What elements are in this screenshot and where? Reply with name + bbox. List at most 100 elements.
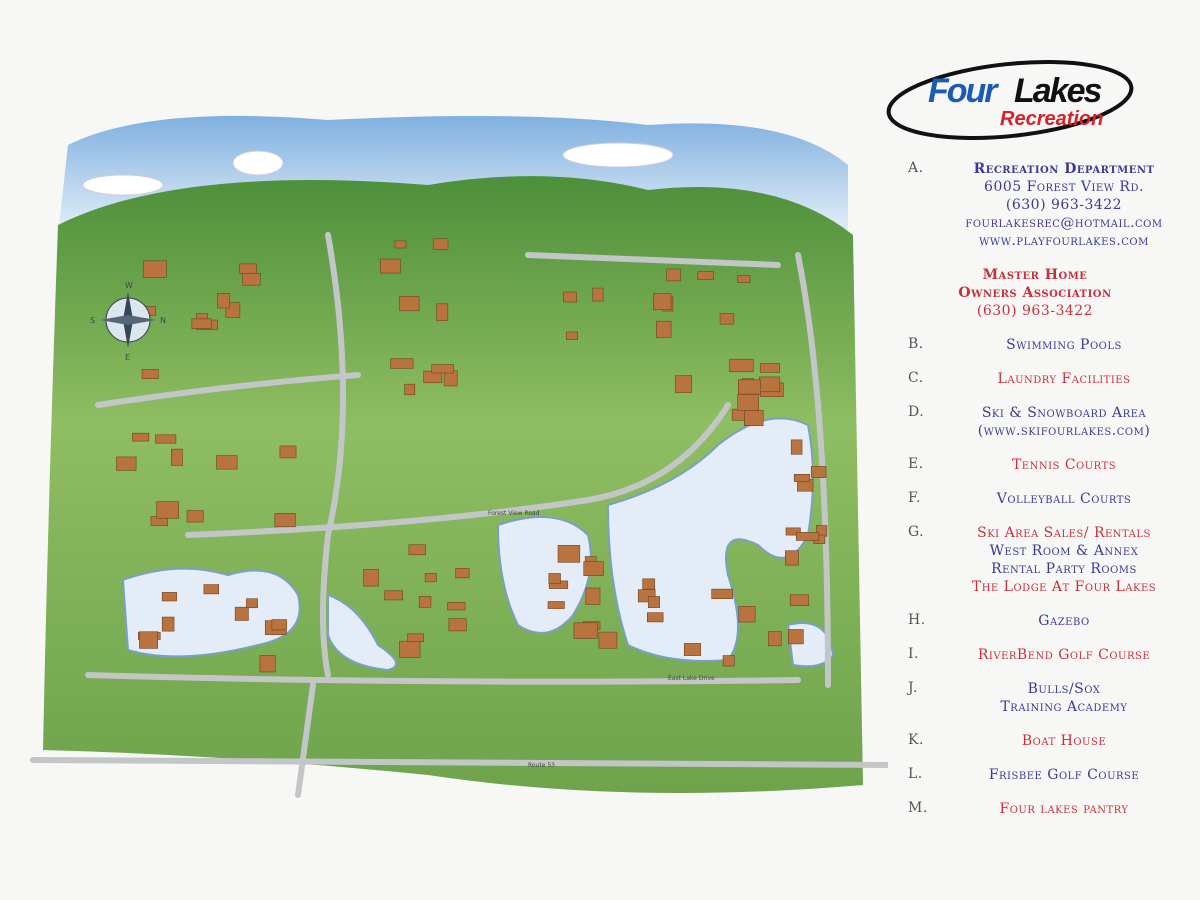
building [239,263,257,274]
building [666,268,681,282]
legend-item: C. Laundry Facilities [880,370,1190,388]
roads [30,232,888,798]
legend-label: The Lodge At Four Lakes [971,579,1157,595]
building [738,379,761,395]
four-lakes-logo: Four Lakes Recreation [880,50,1190,150]
building [155,434,177,444]
building [548,573,561,585]
svg-text:E: E [125,353,130,362]
building [647,596,661,608]
hoa-block: Master Home Owners Association (630) 963… [958,267,1112,319]
building [448,618,467,632]
legend-label: Swimming Pools [1006,337,1122,353]
building [729,358,754,373]
building [646,612,664,623]
building [363,569,379,587]
building [404,383,416,396]
building [697,271,714,280]
building [592,287,604,302]
legend-label: Rental Party Rooms [991,561,1137,577]
building [424,573,437,583]
building [436,303,449,322]
building [217,293,230,309]
building [407,633,424,643]
legend-item-a: A. Recreation Department 6005 Forest Vie… [880,160,1190,250]
building [242,273,261,286]
building [156,501,179,519]
legend-letter: M. [908,800,928,816]
building [139,631,158,649]
legend-label: Laundry Facilities [997,371,1131,387]
building [768,631,782,647]
legend: Four Lakes Recreation A. Recreation Depa… [880,50,1190,834]
building [573,622,598,639]
building [795,532,820,541]
building [785,527,801,536]
legend-letter: K. [908,732,924,748]
legend-letter: L. [908,766,923,782]
legend-label: Four lakes pantry [999,801,1129,817]
building [246,598,258,609]
building [711,588,733,599]
legend-item: D.Ski & Snowboard Area(www.skifourlakes.… [880,404,1190,440]
legend-letter: E. [908,456,924,472]
building [585,587,601,605]
building [583,561,604,577]
building [547,601,565,609]
building [674,375,693,393]
building [719,313,735,325]
building [598,631,618,649]
legend-item: M. Four lakes pantry [880,800,1190,818]
building [785,550,799,566]
building [142,260,167,278]
resort-map: Forest View Road East Lake Drive Route 5… [30,115,888,798]
road-label: Route 53 [528,762,555,769]
building [642,578,656,590]
legend-item: L.Frisbee Golf Course [880,766,1190,784]
legend-item: I.RiverBend Golf Course [880,646,1190,664]
building [447,602,466,611]
building [790,439,803,455]
building [161,592,177,602]
legend-letter: G. [908,524,925,540]
building [216,455,238,470]
email-link[interactable]: fourlakesrec@hotmail.com [965,215,1163,231]
building [408,544,426,556]
website-link[interactable]: www.playfourlakes.com [979,233,1149,249]
building [455,568,470,579]
building [433,238,449,250]
legend-label: Ski Area Sales/ Rentals [977,525,1151,541]
clouds [82,142,674,196]
legend-label: Ski & Snowboard Area [981,405,1147,421]
legend-label: Boat House [1021,733,1107,749]
svg-text:S: S [90,316,95,325]
legend-item: H.Gazebo [880,612,1190,630]
road-label: Forest View Road [488,510,540,517]
building [566,331,578,340]
building [132,432,150,442]
svg-text:N: N [160,316,166,325]
legend-label: West Room & Annex [989,543,1139,559]
building [683,643,701,656]
building [737,275,751,283]
building [271,619,287,631]
buildings [116,238,828,673]
building [399,296,420,312]
legend-label: Volleyball Courts [996,491,1132,507]
legend-item: B. Swimming Pools [880,336,1190,354]
building [203,584,220,595]
building [274,513,296,528]
building [259,655,276,673]
building [788,629,804,645]
legend-letter: B. [908,336,924,352]
building [759,376,781,393]
building [234,606,249,621]
legend-item: F.Volleyball Courts [880,490,1190,508]
legend-label: RiverBend Golf Course [977,647,1151,663]
building [399,640,421,658]
building [380,258,401,274]
building [789,594,809,607]
legend-label: Bulls/Sox [1027,681,1101,697]
legend-letter: C. [908,370,924,386]
